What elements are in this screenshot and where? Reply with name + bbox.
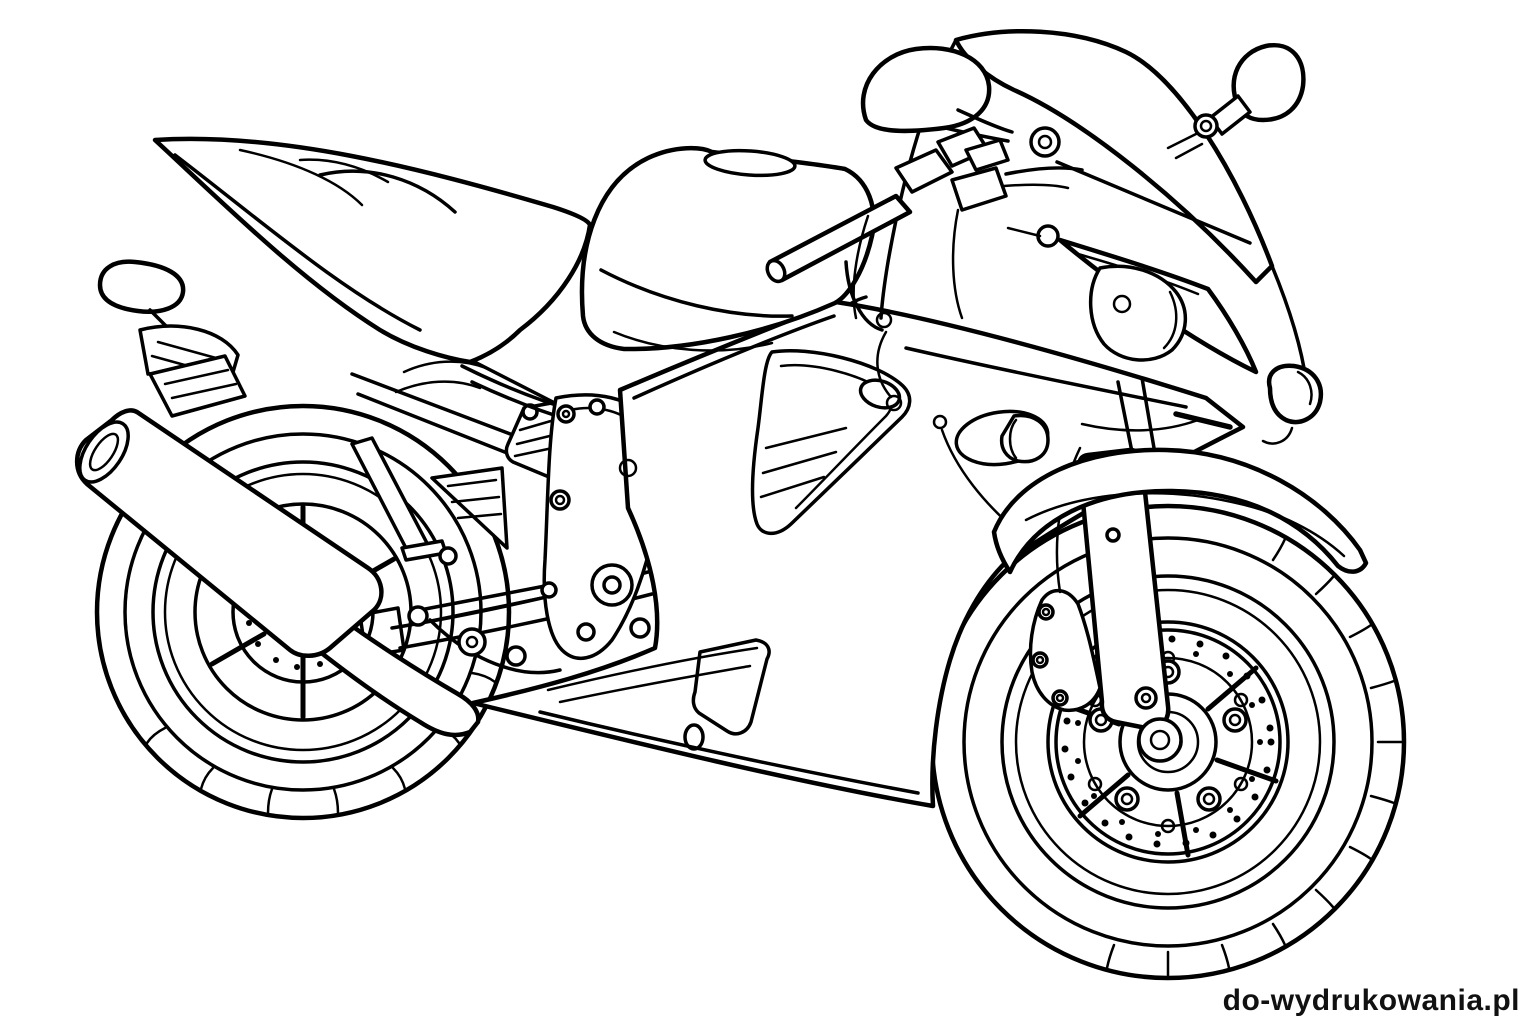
- exhaust-pipe: [302, 607, 481, 738]
- headlight: [1057, 237, 1259, 375]
- left-mirror: [860, 45, 1014, 143]
- tail-section: [152, 136, 593, 365]
- side-reflector: [954, 409, 1050, 467]
- headlight-lens: [1089, 264, 1188, 362]
- front-fender: [991, 447, 1369, 575]
- watermark: do-wydrukowania.pl: [1222, 984, 1520, 1017]
- fuel-tank: [579, 145, 876, 352]
- brake-caliper: [1028, 589, 1102, 713]
- hub-bolts: [1088, 659, 1248, 812]
- seat-hump: [318, 169, 457, 214]
- side-fairing: [470, 299, 1246, 809]
- footpeg-hanger: [430, 466, 509, 550]
- air-vent: [750, 349, 912, 536]
- front-tire-tread: [1105, 537, 1404, 978]
- exhaust: [74, 408, 481, 738]
- cables: [844, 260, 884, 332]
- muffler-end-cap: [78, 420, 130, 484]
- rear-turn-signal: [97, 259, 247, 418]
- tail-crease: [173, 153, 422, 332]
- shift-linkage: [418, 584, 547, 612]
- fuel-cap: [703, 148, 797, 178]
- tank-crease: [599, 268, 794, 318]
- front-cowl: [879, 29, 1324, 445]
- belly-pan: [538, 638, 920, 795]
- master-cylinder: [950, 166, 1008, 212]
- front-turn-signal: [1261, 363, 1324, 445]
- mirror-mount: [1029, 126, 1061, 158]
- handlebars: [765, 126, 1084, 332]
- right-mirror: [1166, 42, 1306, 160]
- front-brake-disc: [1054, 628, 1282, 856]
- brake-lever: [1004, 166, 1084, 176]
- windscreen: [953, 29, 1275, 285]
- exhaust-muffler: [74, 408, 384, 658]
